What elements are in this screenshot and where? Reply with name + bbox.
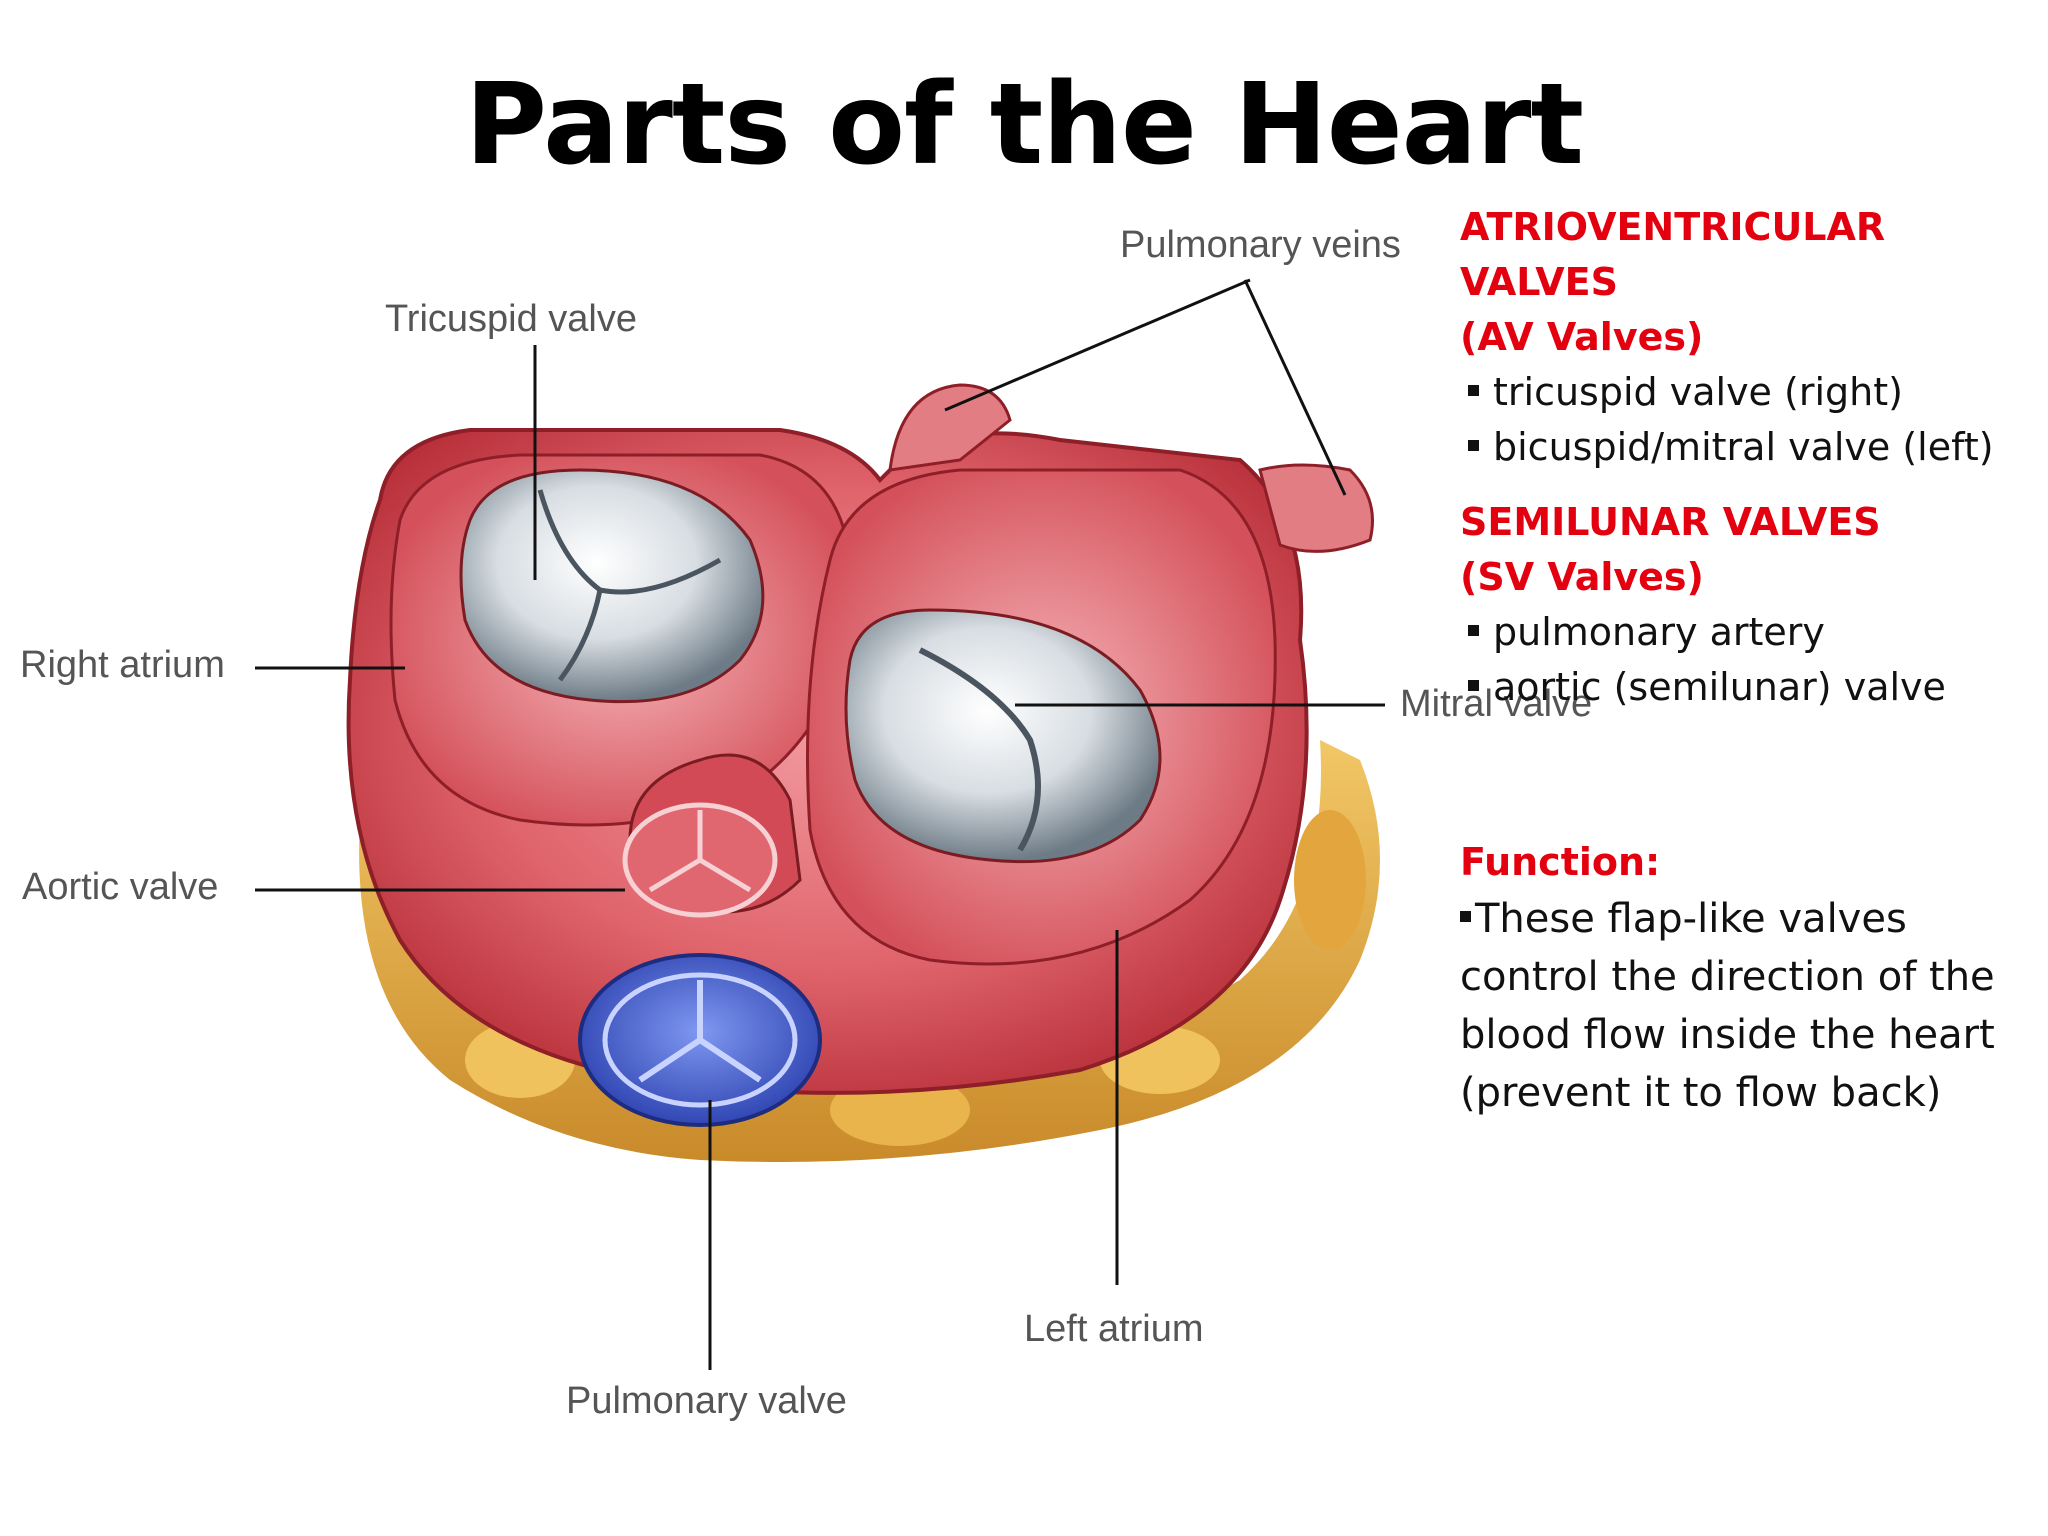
function-line: (prevent it to flow back) — [1460, 1070, 1942, 1116]
av-item-text: tricuspid valve (right) — [1493, 370, 1903, 414]
leader-line-pulm-vein-1 — [944, 278, 1251, 412]
pulmonary-valve-shape — [578, 953, 822, 1127]
sv-item-text: aortic (semilunar) valve — [1493, 665, 1946, 709]
slide-title: Parts of the Heart — [464, 60, 1584, 190]
label-pulmonary-veins: Pulmonary veins — [1120, 224, 1401, 266]
function-line: control the direction of the — [1460, 954, 1995, 1000]
av-item-text: bicuspid/mitral valve (left) — [1493, 425, 1994, 469]
av-item: tricuspid valve (right) — [1460, 365, 2020, 420]
valve-info-panel: ATRIOVENTRICULAR VALVES (AV Valves) tric… — [1460, 200, 2020, 1122]
aortic-valve-shape — [622, 753, 802, 918]
bullet-square-icon — [1460, 911, 1471, 922]
pulmonary-veins-tubes — [888, 383, 1374, 553]
label-left-atrium: Left atrium — [1024, 1308, 1204, 1350]
label-right-atrium: Right atrium — [20, 644, 225, 686]
label-aortic-valve: Aortic valve — [22, 866, 219, 908]
label-pulmonary-valve: Pulmonary valve — [566, 1380, 847, 1422]
bullet-square-icon — [1468, 679, 1479, 691]
sv-item-text: pulmonary artery — [1493, 610, 1825, 654]
bullet-square-icon — [1468, 439, 1479, 451]
mitral-valve-shape — [844, 608, 1162, 864]
bullet-square-icon — [1468, 624, 1479, 636]
function-line: These flap-like valves — [1460, 890, 2020, 948]
leader-line-pulm-vein-2 — [1243, 279, 1347, 496]
function-heading: Function: — [1460, 840, 1661, 884]
av-heading-line1: ATRIOVENTRICULAR VALVES — [1460, 205, 1886, 304]
sv-item: pulmonary artery — [1460, 605, 2020, 660]
sv-item: aortic (semilunar) valve — [1460, 660, 2020, 715]
function-line-text: These flap-like valves — [1475, 896, 1907, 942]
label-tricuspid-valve: Tricuspid valve — [385, 298, 638, 340]
av-heading-line2: (AV Valves) — [1460, 315, 1704, 359]
bullet-square-icon — [1468, 384, 1479, 396]
sv-heading-line1: SEMILUNAR VALVES — [1460, 500, 1881, 544]
label-mitral-valve: Mitral valve — [1400, 683, 1593, 725]
sv-heading-line2: (SV Valves) — [1460, 555, 1704, 599]
leader-lines — [255, 278, 1385, 1370]
av-item: bicuspid/mitral valve (left) — [1460, 420, 2020, 475]
function-line: blood flow inside the heart — [1460, 1012, 1995, 1058]
